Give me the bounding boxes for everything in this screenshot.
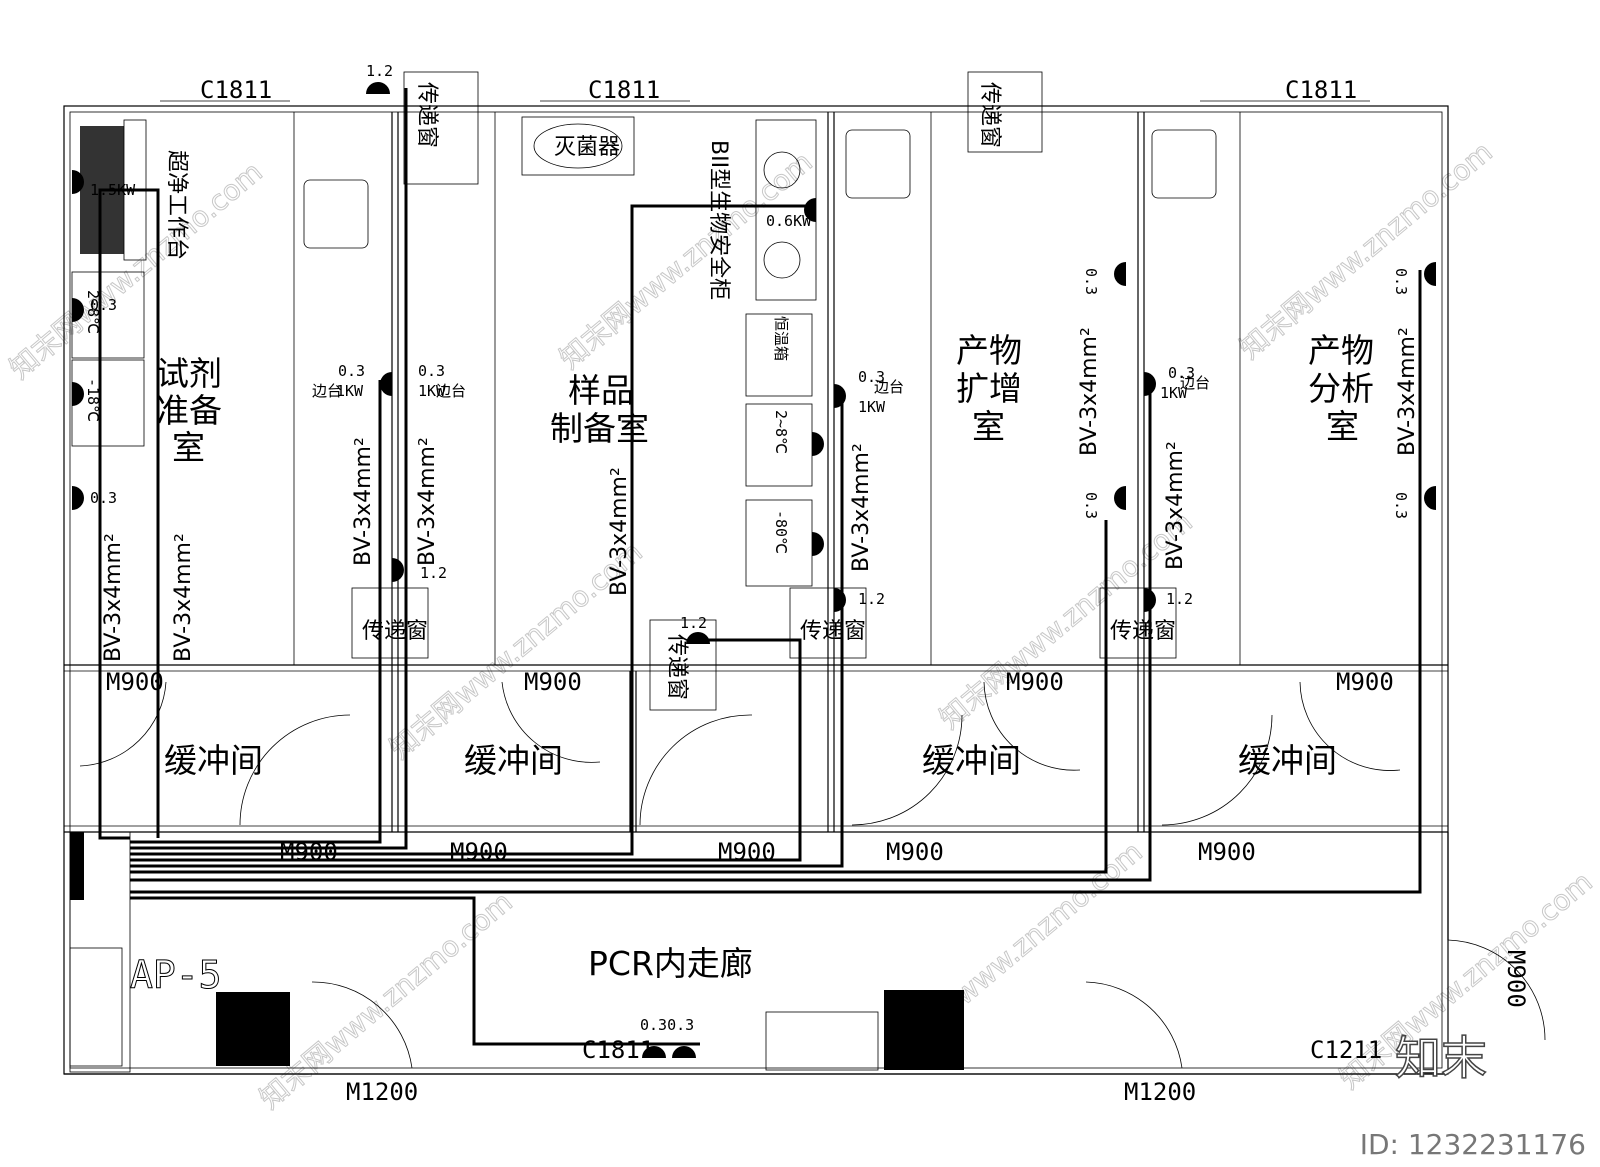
door-label: M900 — [106, 668, 164, 696]
socket-annotations: 1.2 1.5KW 0.3 0.3 0.3 边台 1KW 0.3 1KW 边台 … — [90, 62, 1410, 632]
cable-label: BV-3x4mm² — [415, 437, 440, 566]
top-windows: C1811 C1811 C1811 — [160, 76, 1370, 107]
socket-height: 0.3 — [1082, 268, 1100, 295]
room-sample-line1: 样品 — [568, 371, 634, 410]
socket-power: 1KW — [418, 382, 446, 400]
buffer-room-label: 缓冲间 — [1238, 741, 1337, 780]
cable-labels: BV-3x4mm² BV-3x4mm² BV-3x4mm² BV-3x4mm² … — [101, 327, 1420, 662]
side-table-label: 边台 — [436, 382, 466, 400]
sterilizer-label: 灭菌器 — [554, 135, 620, 160]
door-label: M1200 — [346, 1078, 418, 1106]
cable-label: BV-3x4mm² — [171, 533, 196, 662]
corridor-label: PCR内走廊 — [588, 944, 753, 983]
socket-height: 0.3 — [1082, 492, 1100, 519]
socket-height: 0.3 — [1392, 492, 1410, 519]
cable-label: BV-3x4mm² — [1077, 327, 1102, 456]
cable-label: BV-3x4mm² — [607, 467, 632, 596]
freezer-label: -18℃ — [84, 378, 102, 422]
corridor-equipment: AP-5 C1811 0.30.3 C1211 — [69, 947, 1382, 1071]
freezer-label: -80℃ — [772, 510, 790, 554]
side-table-label: 边台 — [1180, 374, 1210, 392]
clean-bench-label: 超净工作台 — [164, 150, 189, 260]
wiring — [70, 88, 1422, 1046]
window-label: C1811 — [200, 76, 272, 104]
door-label: M900 — [1198, 838, 1256, 866]
sterilizer: 灭菌器 — [521, 116, 635, 176]
room-amp-line2: 扩增 — [956, 369, 1022, 408]
socket-power: 1.5KW — [90, 181, 136, 199]
sinks — [303, 129, 1217, 249]
room-analysis-line1: 产物 — [1308, 331, 1374, 370]
door-label: M900 — [1336, 668, 1394, 696]
cable-label: BV-3x4mm² — [1163, 441, 1188, 570]
socket-height: 0.3 — [338, 362, 365, 380]
door-label: M1200 — [1124, 1078, 1196, 1106]
cable-label: BV-3x4mm² — [849, 443, 874, 572]
cable-label: BV-3x4mm² — [101, 533, 126, 662]
walls — [63, 105, 1449, 1075]
door-label: M900 — [450, 838, 508, 866]
pass-box-label: 传递窗 — [414, 82, 439, 148]
window-label: C1811 — [588, 76, 660, 104]
window-label: C1211 — [1310, 1036, 1382, 1064]
side-table-label: 边台 — [874, 378, 904, 396]
fridge-label: 2~8℃ — [772, 410, 790, 454]
socket-power: 0.6KW — [766, 212, 812, 230]
pass-box-label: 传递窗 — [664, 634, 689, 700]
cable-label: BV-3x4mm² — [351, 437, 376, 566]
socket-height: 1.2 — [366, 62, 393, 80]
socket-height: 0.3 — [858, 368, 885, 386]
socket-height: 1.2 — [1166, 590, 1193, 608]
bio-cabinet-label: BII型生物安全柜 — [706, 140, 731, 300]
panel-label: AP-5 — [130, 953, 222, 997]
sockets — [72, 82, 1436, 1058]
socket-height: 1.2 — [858, 590, 885, 608]
socket-power: 1KW — [336, 382, 364, 400]
brand-logo: 知末 — [1394, 1030, 1488, 1086]
cable-label: BV-3x4mm² — [1395, 327, 1420, 456]
room-analysis-line2: 分析 — [1308, 369, 1374, 408]
door-label: M900 — [1006, 668, 1064, 696]
pass-box-label: 传递窗 — [977, 82, 1002, 148]
socket-power: 1KW — [858, 398, 886, 416]
socket-height: 0.3 — [1392, 268, 1410, 295]
image-id: ID: 1232231176 — [1359, 1128, 1586, 1161]
room-sample-line2: 制备室 — [550, 409, 649, 448]
room-reagent-line1: 试剂 — [156, 354, 222, 393]
socket-height: 1.2 — [680, 614, 707, 632]
room-reagent-line3: 室 — [172, 428, 205, 467]
door-label: M900 — [886, 838, 944, 866]
door-label: M900 — [524, 668, 582, 696]
socket-height: 0.3 — [90, 489, 117, 507]
room-reagent-line2: 准备 — [156, 391, 222, 430]
pass-box-label: 传递窗 — [362, 619, 428, 644]
window-label: C1811 — [1285, 76, 1357, 104]
window-label: C1811 — [582, 1036, 654, 1064]
fridges-reagent: 2~8℃ -18℃ — [71, 271, 145, 447]
socket-height: 0.3 — [90, 296, 117, 314]
room-amp-line1: 产物 — [956, 331, 1022, 370]
room-analysis-line3: 室 — [1326, 407, 1359, 446]
side-table-label: 边台 — [312, 382, 342, 400]
socket-height: 0.30.3 — [640, 1016, 694, 1034]
pass-boxes: 传递窗 传递窗 传递窗 传递窗 传递窗 传递窗 — [351, 71, 1177, 711]
room-amp-line3: 室 — [972, 407, 1005, 446]
buffer-room-label: 缓冲间 — [164, 741, 263, 780]
fridge-label: 2~8℃ — [84, 290, 102, 334]
buffer-room-label: 缓冲间 — [922, 741, 1021, 780]
socket-height: 0.3 — [1168, 364, 1195, 382]
socket-height: 1.2 — [420, 564, 447, 582]
sample-freezers: 恒温箱 2~8℃ -80℃ — [745, 313, 813, 587]
socket-power: 1KW — [1160, 384, 1188, 402]
pass-box-label: 传递窗 — [1110, 619, 1176, 644]
room-labels: 试剂 准备 室 样品 制备室 产物 扩增 室 产物 分析 室 缓冲间 缓冲间 缓… — [156, 331, 1374, 983]
socket-height: 0.3 — [418, 362, 445, 380]
door-label: M900 — [1502, 950, 1530, 1008]
incubator-label: 恒温箱 — [772, 316, 790, 361]
pass-box-label: 传递窗 — [800, 619, 866, 644]
buffer-room-label: 缓冲间 — [464, 741, 563, 780]
door-label: M900 — [718, 838, 776, 866]
